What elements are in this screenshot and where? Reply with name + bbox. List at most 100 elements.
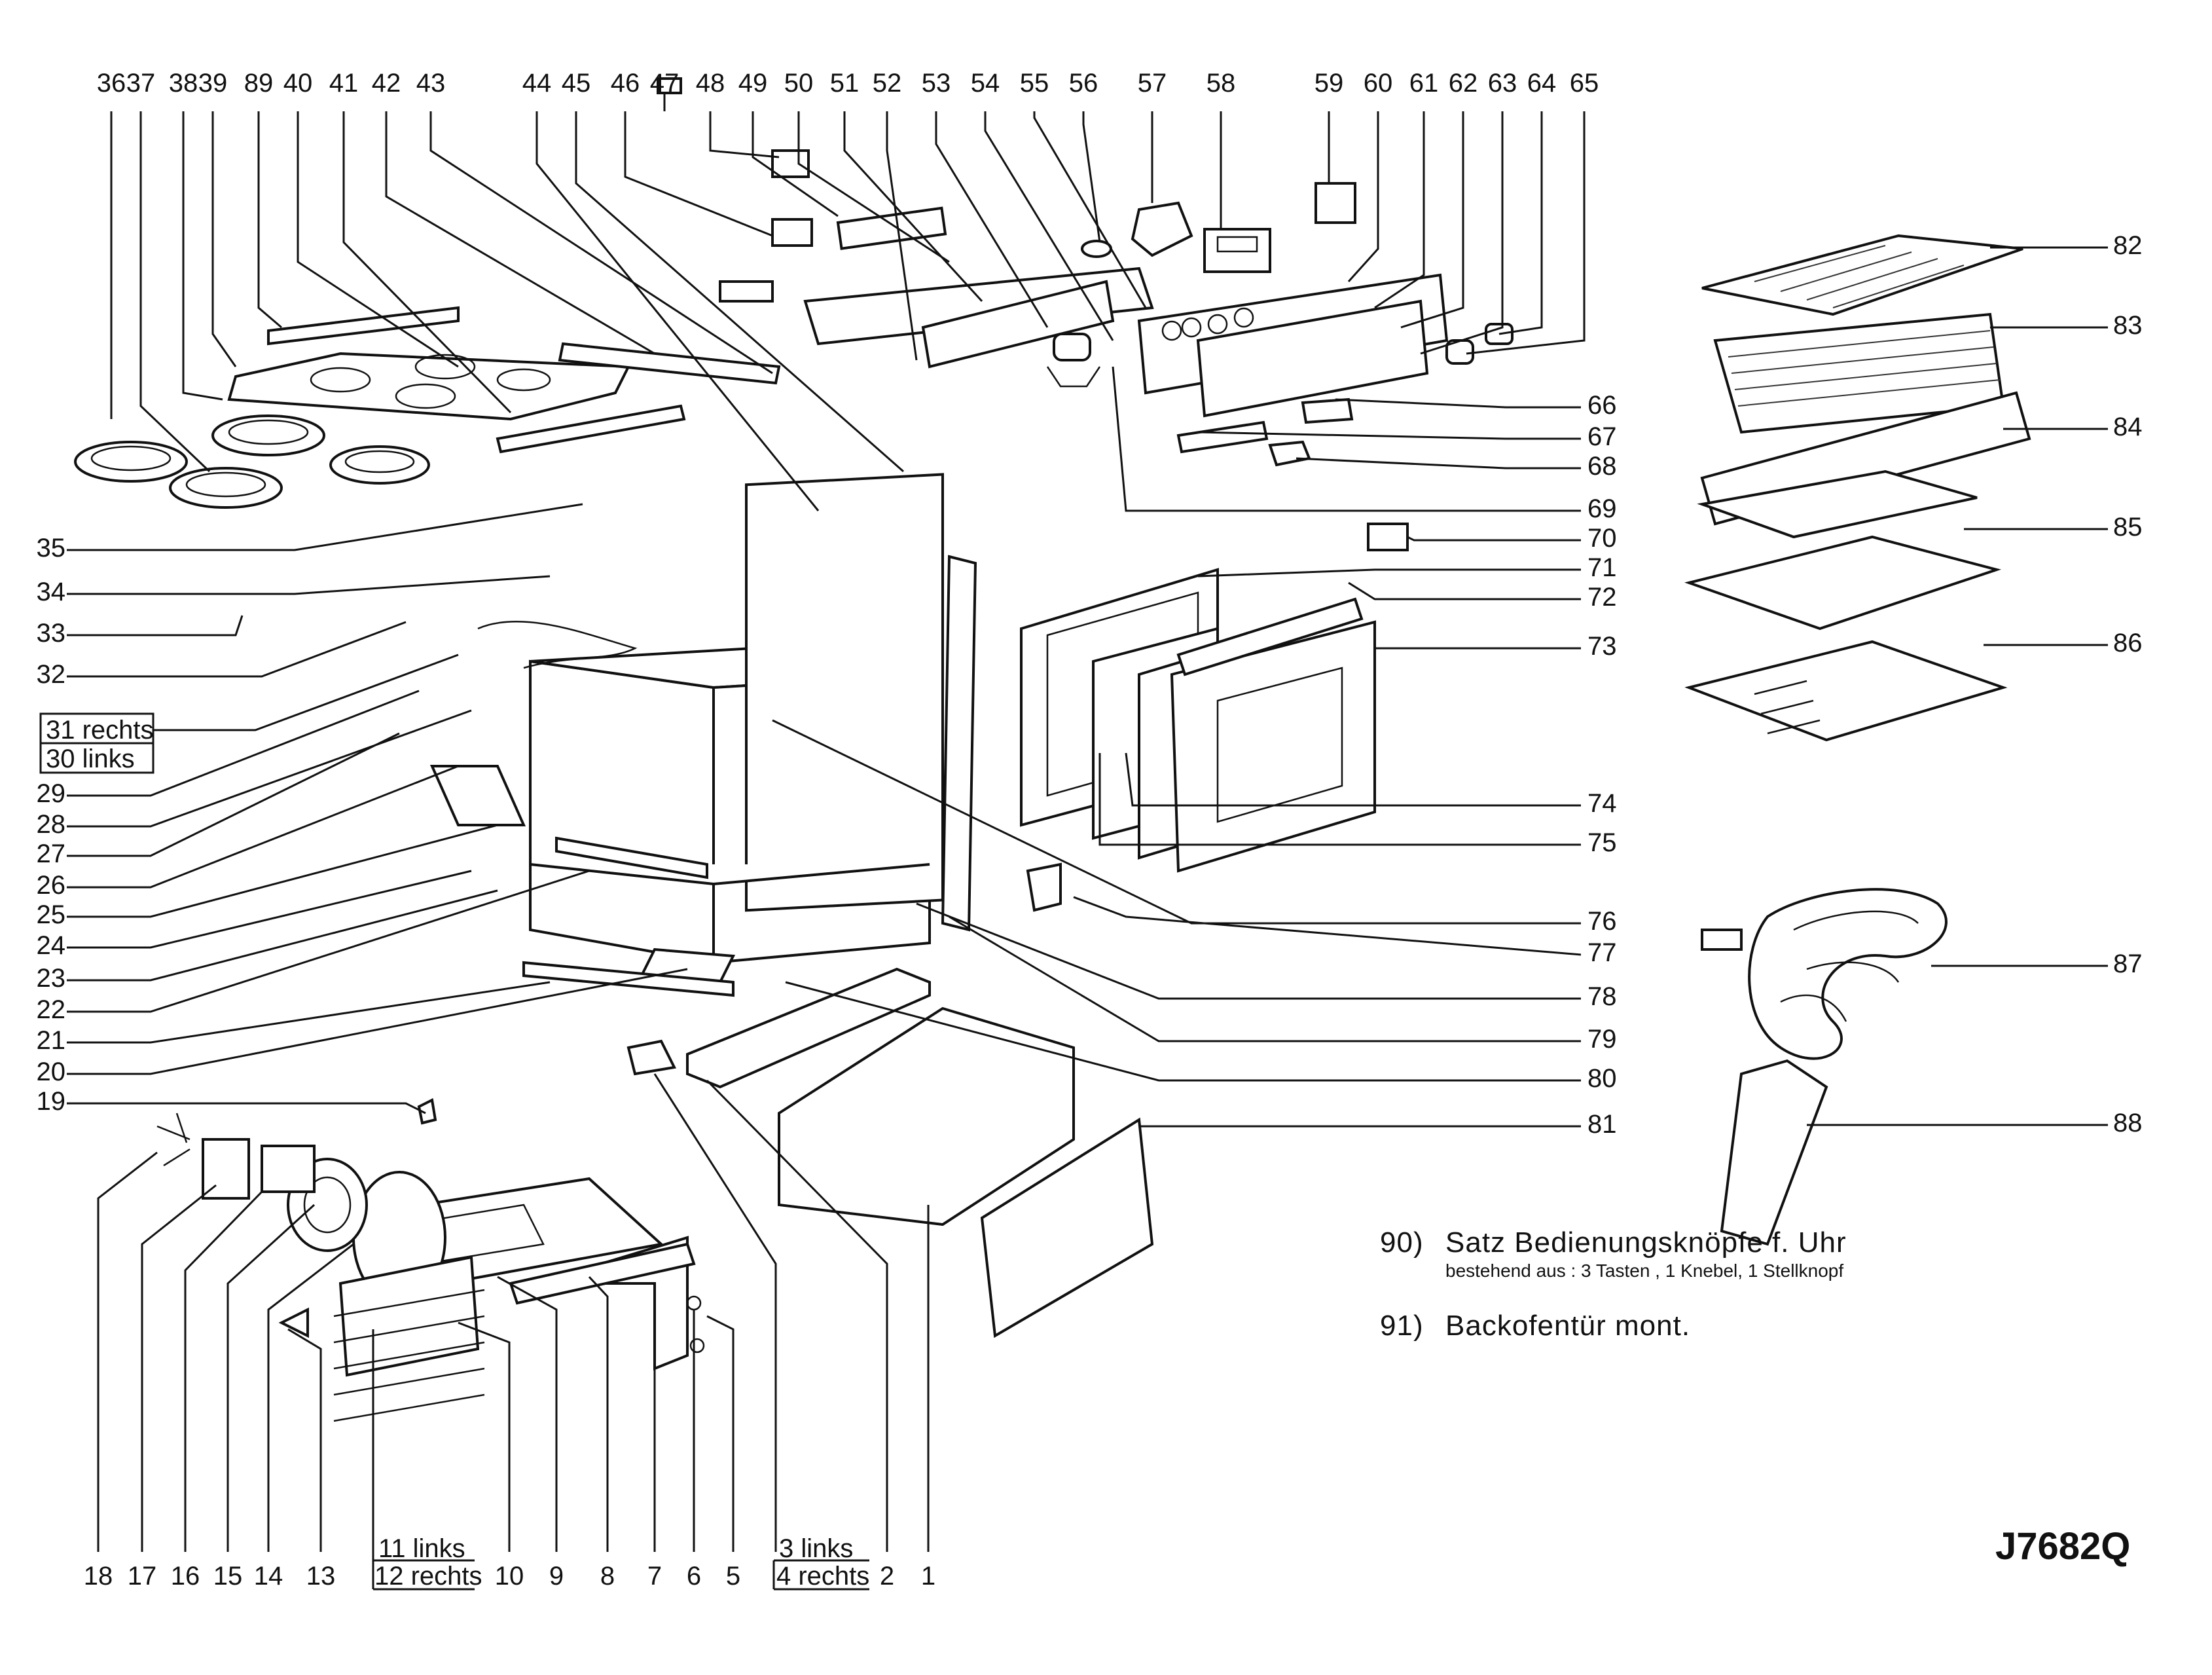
callout-label-bottom_labels-2: 16 — [171, 1562, 200, 1591]
callout-label-right_labels-8: 74 — [1587, 789, 1617, 818]
callout-label-top_labels-5: 40 — [283, 69, 313, 98]
callout-label-bottom_labels-12: 2 — [880, 1562, 894, 1591]
callout-label-left_labels-12: 21 — [37, 1026, 66, 1055]
callout-label-right_labels-9: 75 — [1587, 828, 1617, 857]
note-91-number: 91) — [1380, 1310, 1424, 1342]
callout-label-top_labels-12: 47 — [650, 69, 680, 98]
bottom-boxed-label-b: 3 links 4 rechts — [772, 1534, 869, 1591]
fan-assembly-group — [156, 1098, 705, 1422]
accessory-trays-group — [1684, 234, 2031, 742]
label-30-links: 30 links — [46, 745, 135, 773]
callout-label-left_labels-4: 29 — [37, 779, 66, 808]
callout-label-left_labels-7: 26 — [37, 871, 66, 900]
left-boxed-label: 31 rechts 30 links — [39, 712, 154, 774]
callout-label-top_labels-0: 36 — [97, 69, 126, 98]
callout-label-far_right_labels-6: 88 — [2113, 1109, 2143, 1137]
callout-label-right_labels-4: 70 — [1587, 524, 1617, 553]
callout-label-right_labels-0: 66 — [1587, 391, 1617, 420]
callout-label-left_labels-13: 20 — [37, 1058, 66, 1086]
callout-label-top_labels-28: 63 — [1488, 69, 1517, 98]
callout-label-left_labels-14: 19 — [37, 1087, 66, 1116]
callout-label-left_labels-1: 34 — [37, 578, 66, 606]
callout-label-far_right_labels-5: 87 — [2113, 949, 2143, 978]
callout-label-bottom_labels-9: 7 — [647, 1562, 662, 1591]
callout-label-top_labels-22: 57 — [1138, 69, 1167, 98]
callout-label-far_right_labels-4: 86 — [2113, 629, 2143, 657]
bottom-boxed-label-a: 11 links 12 rechts — [372, 1329, 482, 1591]
label-11-links: 11 links — [378, 1534, 465, 1563]
note-90: 90)Satz Bedienungsknöpfe f. Uhr bestehen… — [1380, 1226, 2035, 1281]
callout-label-top_labels-14: 49 — [738, 69, 768, 98]
callout-label-right_labels-7: 73 — [1587, 632, 1617, 661]
callout-label-top_labels-26: 61 — [1409, 69, 1439, 98]
callout-label-right_labels-13: 79 — [1587, 1025, 1617, 1054]
note-90-subtext: bestehend aus : 3 Tasten , 1 Knebel, 1 S… — [1445, 1261, 1844, 1281]
callout-label-right_labels-11: 77 — [1587, 938, 1617, 967]
callout-label-top_labels-24: 59 — [1315, 69, 1344, 98]
callout-label-top_labels-15: 50 — [784, 69, 814, 98]
callout-label-top_labels-17: 52 — [873, 69, 902, 98]
callout-label-top_labels-30: 65 — [1570, 69, 1599, 98]
callout-label-bottom_labels-1: 17 — [128, 1562, 157, 1591]
callout-label-right_labels-10: 76 — [1587, 907, 1617, 936]
callout-label-far_right_labels-0: 82 — [2113, 231, 2143, 260]
callout-label-top_labels-10: 45 — [562, 69, 591, 98]
callout-label-top_labels-27: 62 — [1449, 69, 1478, 98]
callout-label-bottom_labels-6: 10 — [495, 1562, 524, 1591]
callout-label-far_right_labels-3: 85 — [2113, 513, 2143, 542]
callout-label-left_labels-8: 25 — [37, 900, 66, 929]
callout-label-top_labels-16: 51 — [830, 69, 860, 98]
callout-label-top_labels-29: 64 — [1527, 69, 1557, 98]
callout-label-top_labels-13: 48 — [696, 69, 725, 98]
label-4-rechts: 4 rechts — [776, 1562, 869, 1591]
callout-label-right_labels-3: 69 — [1587, 494, 1617, 523]
callout-label-left_labels-5: 28 — [37, 810, 66, 839]
callout-label-left_labels-10: 23 — [37, 964, 66, 993]
hotplates-group — [74, 414, 430, 509]
callout-label-top_labels-9: 44 — [522, 69, 552, 98]
callout-label-top_labels-19: 54 — [971, 69, 1000, 98]
note-90-text: Satz Bedienungsknöpfe f. Uhr — [1445, 1226, 1847, 1259]
callout-label-top_labels-2: 38 — [169, 69, 198, 98]
callout-label-bottom_labels-0: 18 — [84, 1562, 113, 1591]
callout-label-far_right_labels-2: 84 — [2113, 413, 2143, 441]
callout-label-right_labels-15: 81 — [1587, 1110, 1617, 1139]
callout-label-left_labels-3: 32 — [37, 660, 66, 689]
oven-door-group — [1020, 523, 1409, 873]
callout-label-top_labels-8: 43 — [416, 69, 446, 98]
label-31-rechts: 31 rechts — [46, 716, 154, 745]
callout-label-top_labels-4: 89 — [244, 69, 274, 98]
label-12-rechts: 12 rechts — [374, 1562, 482, 1591]
callout-label-bottom_labels-10: 6 — [687, 1562, 701, 1591]
callout-label-left_labels-6: 27 — [37, 839, 66, 868]
callout-label-bottom_labels-5: 13 — [306, 1562, 336, 1591]
callout-label-top_labels-11: 46 — [611, 69, 640, 98]
callout-label-top_labels-21: 56 — [1069, 69, 1098, 98]
callout-label-right_labels-5: 71 — [1587, 553, 1617, 582]
callout-label-right_labels-2: 68 — [1587, 452, 1617, 481]
callout-label-right_labels-14: 80 — [1587, 1064, 1617, 1093]
leader-lines — [67, 92, 2108, 1552]
callout-label-right_labels-12: 78 — [1587, 982, 1617, 1011]
callout-label-top_labels-3: 39 — [198, 69, 228, 98]
callout-label-left_labels-11: 22 — [37, 995, 66, 1024]
callout-label-top_labels-25: 60 — [1364, 69, 1393, 98]
callout-label-right_labels-1: 67 — [1587, 422, 1617, 451]
callout-label-top_labels-18: 53 — [922, 69, 951, 98]
callout-label-bottom_labels-11: 5 — [726, 1562, 740, 1591]
callout-label-bottom_labels-4: 14 — [254, 1562, 283, 1591]
oven-cavity-group — [429, 473, 977, 997]
cooktop-group — [227, 306, 781, 454]
drawing-code: J7682Q — [1995, 1525, 2131, 1568]
callout-label-bottom_labels-13: 1 — [921, 1562, 935, 1591]
callout-label-left_labels-2: 33 — [37, 619, 66, 648]
callout-label-top_labels-6: 41 — [329, 69, 359, 98]
callout-label-right_labels-6: 72 — [1587, 583, 1617, 612]
note-91-text: Backofentür mont. — [1445, 1310, 1691, 1342]
